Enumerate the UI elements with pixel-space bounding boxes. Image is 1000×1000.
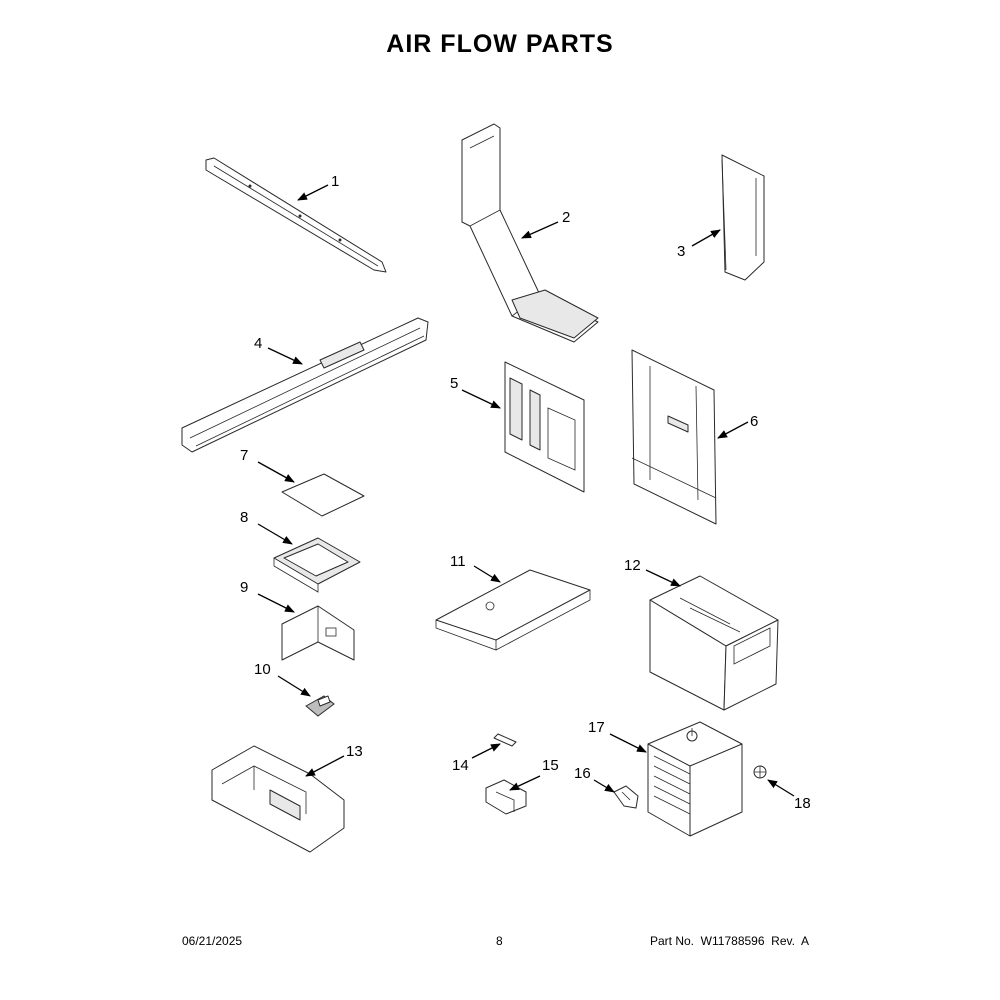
part-10-plug — [305, 695, 335, 717]
callout-5-label: 5 — [450, 375, 458, 392]
callout-1-label: 1 — [331, 173, 339, 190]
part-17-magnetron — [647, 721, 743, 837]
page-title: AIR FLOW PARTS — [386, 30, 614, 58]
callout-13: 13 — [305, 743, 363, 777]
part-16-clip — [613, 785, 639, 809]
callout-18-label: 18 — [794, 795, 811, 812]
callout-17-label: 17 — [588, 719, 605, 736]
part-9-bracket — [281, 605, 355, 661]
part-5-panel — [504, 361, 585, 493]
callout-8-label: 8 — [240, 509, 248, 526]
callout-8: 8 — [240, 509, 293, 545]
callout-9: 9 — [240, 579, 295, 613]
callout-6-label: 6 — [750, 413, 758, 430]
callout-16: 16 — [574, 765, 615, 793]
footer-page-number: 8 — [496, 934, 503, 948]
part-8-tray — [273, 537, 361, 593]
callout-2-label: 2 — [562, 209, 570, 226]
callout-3: 3 — [677, 229, 721, 260]
part-11-cover — [435, 569, 591, 651]
callout-12: 12 — [624, 557, 681, 587]
callout-6: 6 — [717, 413, 758, 439]
part-12-box — [649, 575, 779, 711]
callout-16-label: 16 — [574, 765, 591, 782]
callout-12-label: 12 — [624, 557, 641, 574]
callout-15: 15 — [509, 757, 559, 791]
callout-1: 1 — [297, 173, 339, 201]
callout-15-label: 15 — [542, 757, 559, 774]
callout-11: 11 — [450, 553, 501, 583]
footer-part-number: Part No. W11788596 Rev. A — [650, 934, 809, 948]
callout-14-label: 14 — [452, 757, 469, 774]
callout-10-label: 10 — [254, 661, 271, 678]
part-14-pin — [493, 733, 517, 747]
callout-3-label: 3 — [677, 243, 685, 260]
part-7-sheet — [281, 473, 365, 517]
callout-11-label: 11 — [450, 553, 466, 570]
part-1-rail — [205, 157, 387, 273]
callout-4-label: 4 — [254, 335, 262, 352]
callout-17: 17 — [588, 719, 647, 753]
callout-10: 10 — [254, 661, 311, 697]
callout-9-label: 9 — [240, 579, 248, 596]
callout-14: 14 — [452, 743, 501, 774]
part-3-panel — [721, 154, 765, 281]
callout-5: 5 — [450, 375, 501, 409]
callout-2: 2 — [521, 209, 570, 239]
part-4-bracket — [181, 317, 429, 453]
callout-7: 7 — [240, 447, 295, 483]
callout-4: 4 — [254, 335, 303, 365]
part-13-base — [211, 745, 345, 853]
part-2-duct — [461, 123, 599, 343]
footer-date: 06/21/2025 — [182, 934, 243, 948]
callout-7-label: 7 — [240, 447, 248, 464]
callout-13-label: 13 — [346, 743, 363, 760]
part-18-sensor — [753, 765, 767, 779]
part-6-panel — [631, 349, 717, 525]
callout-18: 18 — [767, 779, 811, 812]
